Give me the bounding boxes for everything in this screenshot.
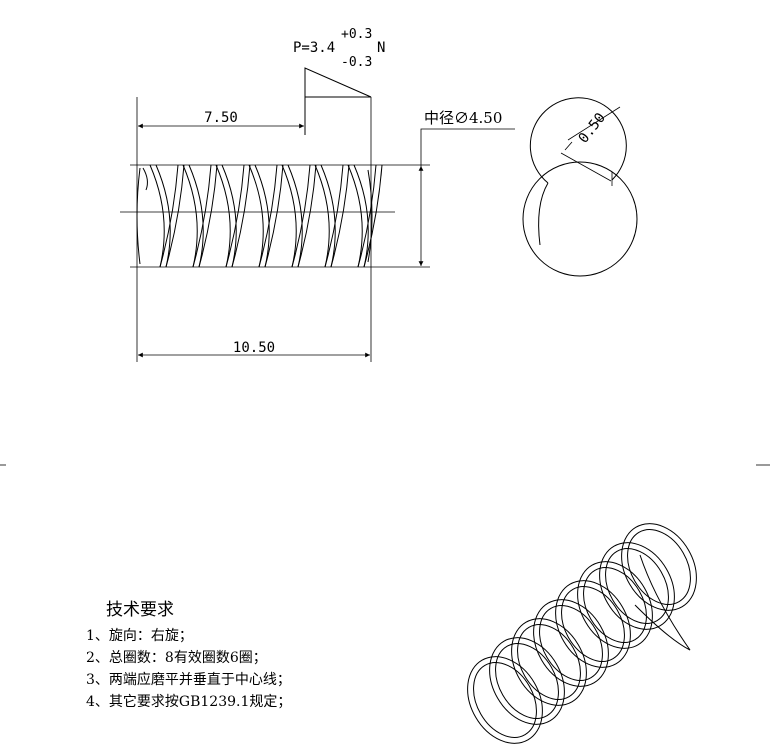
coil-end-right <box>367 169 373 263</box>
iso-coil-outer <box>489 637 565 725</box>
spring-end-view: 0.50 <box>522 97 638 277</box>
coil-front-strand-inner <box>188 164 204 268</box>
iso-coil-outer <box>533 599 609 687</box>
spring-side-view <box>120 164 430 268</box>
coil-front-strand-inner <box>254 164 270 268</box>
iso-coil-end <box>634 554 691 651</box>
iso-coil-inner <box>561 586 625 662</box>
iso-coil-inner <box>627 529 691 605</box>
wire-dimension-extension-1 <box>560 152 612 182</box>
iso-coil-outer <box>511 618 587 706</box>
requirement-2: 2、总圈数：8有效圈数6圈； <box>86 650 267 666</box>
coil-back-strand-inner <box>324 164 344 268</box>
coil-back-strand-inner <box>291 164 311 268</box>
coil-back-strand <box>297 164 317 268</box>
iso-coil-outer <box>621 523 697 611</box>
requirement-3: 3、两端应磨平并垂直于中心线； <box>86 671 291 688</box>
requirement-1: 1、旋向：右旋； <box>86 628 193 644</box>
coil-back-strand-inner <box>225 164 245 268</box>
force-leader <box>304 67 372 135</box>
force-annotation: P=3.4 +0.3 -0.3 N <box>293 27 385 135</box>
iso-coil-outer <box>467 656 543 744</box>
coil-front-strand <box>215 164 231 268</box>
iso-coil-inner <box>517 624 581 700</box>
coil-front-strand <box>182 164 198 268</box>
coil-front-strand <box>149 164 165 268</box>
coil-front-strand <box>347 164 363 268</box>
mean-diameter-leader <box>420 128 515 166</box>
wire-dimension-leader <box>567 106 621 141</box>
coil-back-strand-inner <box>192 164 212 268</box>
iso-coil-inner <box>495 643 559 719</box>
coil-back-strand <box>198 164 218 268</box>
coil-front-strand-inner <box>221 164 237 268</box>
coil-end-left <box>136 167 141 265</box>
coil-group <box>136 164 383 268</box>
end-view-wire-end <box>538 182 549 246</box>
free-length-dimension: 10.50 <box>138 340 370 358</box>
coil-back-strand-inner <box>159 164 179 268</box>
force-lower-tolerance: -0.3 <box>341 55 372 70</box>
requirements-title: 技术要求 <box>106 600 174 620</box>
coil-front-strand-inner <box>287 164 303 268</box>
coil-back-strand-inner <box>357 164 377 268</box>
coil-back-strand <box>165 164 185 268</box>
spring-isometric-view <box>467 523 697 744</box>
force-label: P=3.4 <box>293 40 335 56</box>
coil-back-strand <box>231 164 251 268</box>
coil-back-strand-inner <box>258 164 278 268</box>
coil-back-strand <box>330 164 350 268</box>
offset-value: 7.50 <box>204 110 238 126</box>
force-upper-tolerance: +0.3 <box>341 27 372 42</box>
iso-coil-inner <box>583 567 647 643</box>
free-length-value: 10.50 <box>233 340 275 356</box>
force-unit: N <box>377 40 385 56</box>
iso-coil-inner <box>539 605 603 681</box>
coil-front-strand <box>314 164 330 268</box>
coil-front-strand <box>281 164 297 268</box>
coil-front-strand-inner <box>155 164 171 268</box>
iso-coil-outer <box>555 580 631 668</box>
wire-dimension-tick <box>564 141 573 151</box>
coil-end-left-inner <box>142 167 148 191</box>
mean-diameter-value: 中径∅4.50 <box>424 109 502 127</box>
end-view-outer-circle <box>522 161 638 277</box>
offset-dimension: 7.50 <box>138 110 304 129</box>
technical-requirements: 技术要求 1、旋向：右旋； 2、总圈数：8有效圈数6圈； 3、两端应磨平并垂直于… <box>86 600 291 710</box>
coil-back-strand <box>264 164 284 268</box>
coil-back-strand <box>363 164 383 268</box>
iso-coil-inner <box>473 662 537 738</box>
iso-coil-outer <box>577 561 653 649</box>
coil-front-strand <box>248 164 264 268</box>
coil-front-strand-inner <box>320 164 336 268</box>
wire-diameter-value: 0.50 <box>576 110 609 146</box>
coil-front-strand-inner <box>353 164 369 268</box>
requirement-4: 4、其它要求按GB1239.1规定； <box>86 693 291 710</box>
mean-diameter-dimension: 中径∅4.50 <box>418 109 515 266</box>
iso-coil-inner <box>605 548 669 624</box>
end-view-inner-arc <box>529 97 627 184</box>
iso-coil-outer <box>599 542 675 630</box>
